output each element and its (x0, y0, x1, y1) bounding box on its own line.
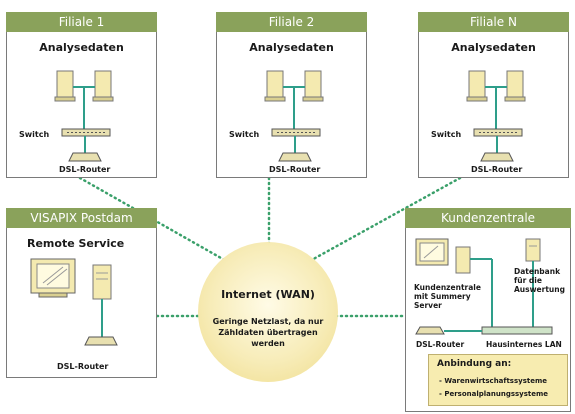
wan-circle: Internet (WAN) Geringe Netzlast, da nur … (198, 242, 338, 382)
computer-icon (302, 70, 324, 102)
remote-box: VISAPIX Postdam Remote Service DSL-Route… (6, 208, 157, 378)
branch-subtitle: Analysedaten (451, 41, 536, 54)
anbindung-box: Anbindung an: - Warenwirtschaftssysteme … (428, 354, 568, 406)
switch-icon (473, 128, 523, 137)
lan-bar (481, 326, 553, 335)
router-label: DSL-Router (59, 165, 111, 174)
switch-label: Switch (19, 130, 50, 139)
switch-icon (271, 128, 321, 137)
remote-network-icon (30, 258, 118, 346)
anbindung-heading: Anbindung an: (437, 359, 512, 369)
anbindung-item: - Personalplanungssysteme (439, 390, 549, 398)
router-icon (415, 326, 445, 335)
switch-icon (61, 128, 111, 137)
branch-subtitle: Analysedaten (39, 41, 124, 54)
computer-icon (264, 70, 286, 102)
computer-icon (92, 70, 114, 102)
branch-title: Filiale 2 (216, 12, 367, 32)
router-icon (480, 152, 514, 162)
lan-label: Hausinternes LAN (486, 340, 562, 349)
router-icon (68, 152, 102, 162)
branch-title: Filiale 1 (6, 12, 157, 32)
monitor-icon (415, 238, 449, 266)
branch-box-n: Filiale N Analysedaten Switch DSL-Router (418, 12, 569, 178)
branch-box-2: Filiale 2 Analysedaten Switch DSL-Router (216, 12, 367, 178)
router-icon (84, 336, 118, 346)
server-label: Kundenzentrale mit Summery Server (414, 283, 481, 310)
branch-network-icon (466, 70, 526, 162)
switch-label: Switch (229, 130, 260, 139)
router-label: DSL-Router (269, 165, 321, 174)
branch-box-1: Filiale 1 Analysedaten Switch DSL-Router (6, 12, 157, 178)
computer-icon (504, 70, 526, 102)
router-icon (278, 152, 312, 162)
computer-icon (466, 70, 488, 102)
router-label: DSL-Router (471, 165, 523, 174)
switch-label: Switch (431, 130, 462, 139)
database-icon (525, 238, 541, 262)
branch-network-icon (264, 70, 324, 162)
computer-icon (54, 70, 76, 102)
db-label: Datenbank für die Auswertung (514, 267, 565, 294)
wan-title: Internet (WAN) (221, 288, 315, 301)
branch-network-icon (54, 70, 114, 162)
center-network-icon (415, 238, 553, 335)
anbindung-item: - Warenwirtschaftssysteme (439, 377, 547, 385)
tower-icon (92, 264, 112, 300)
monitor-icon (30, 258, 76, 298)
branch-title: Filiale N (418, 12, 569, 32)
router-label: DSL-Router (416, 340, 465, 349)
wan-note: Geringe Netzlast, da nur Zähldaten übert… (212, 317, 324, 348)
remote-subtitle: Remote Service (27, 237, 125, 250)
branch-subtitle: Analysedaten (249, 41, 334, 54)
remote-title: VISAPIX Postdam (6, 208, 157, 228)
tower-icon (455, 246, 471, 274)
router-label: DSL-Router (57, 362, 109, 371)
center-title: Kundenzentrale (405, 208, 571, 228)
